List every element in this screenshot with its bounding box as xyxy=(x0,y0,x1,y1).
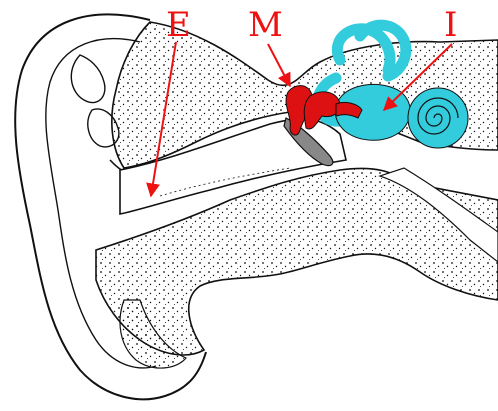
cochlea xyxy=(408,88,468,148)
middle-ear-arrow xyxy=(268,44,290,86)
middle-ear-label: M xyxy=(248,8,283,42)
inner-ear-label: I xyxy=(444,8,457,42)
helix-fold xyxy=(71,55,105,103)
outer-ear-label: E xyxy=(166,8,191,42)
